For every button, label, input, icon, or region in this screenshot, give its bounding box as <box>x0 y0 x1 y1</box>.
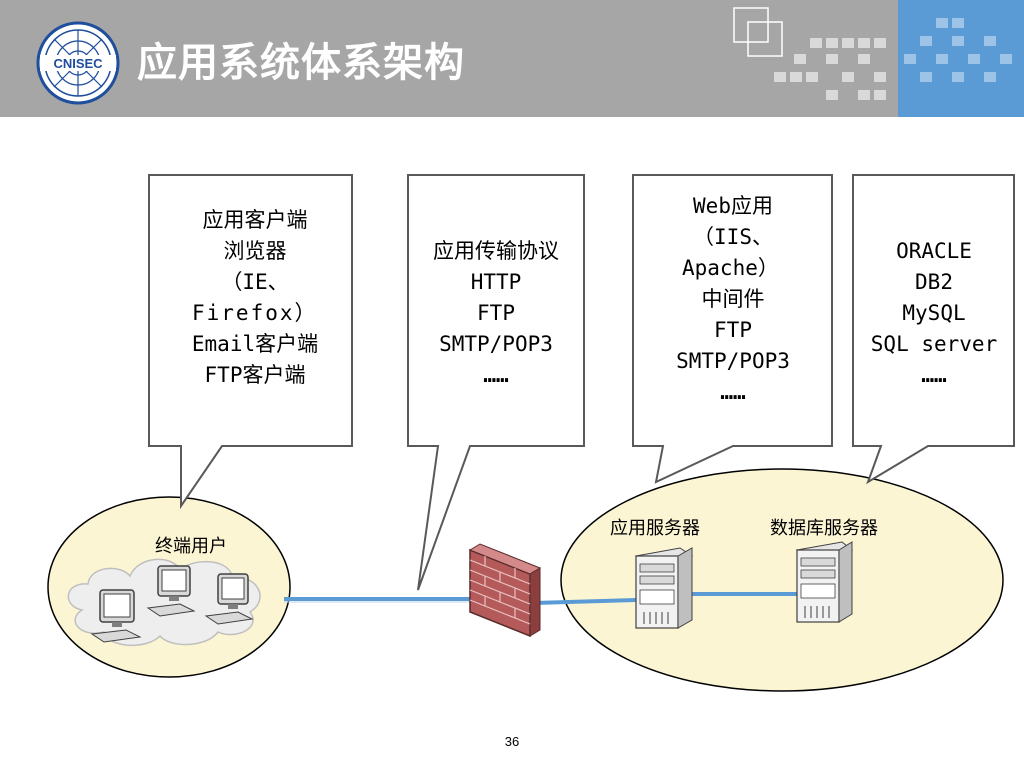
database-line-4: SQL server <box>870 332 998 356</box>
client-callout-text: 应用客户端 浏览器 （IE、 Firefox） Email客户端 FTP客户端 <box>160 205 350 391</box>
database-callout-shape <box>852 174 1015 485</box>
client-callout-shape <box>148 174 353 510</box>
terminal-users-label: 终端用户 <box>155 536 227 557</box>
webapp-line-6: SMTP/POP3 <box>676 349 790 373</box>
database-line-5: …… <box>921 363 947 387</box>
svg-text:CNISEC: CNISEC <box>53 56 103 71</box>
firewall-icon <box>468 543 542 638</box>
page-number: 36 <box>504 734 520 749</box>
db-server-label: 数据库服务器 <box>770 518 878 539</box>
network-link-firewall-appserver <box>533 598 637 605</box>
user-computers-cloud-icon <box>67 558 261 647</box>
database-callout-text: ORACLE DB2 MySQL SQL server …… <box>856 236 1012 391</box>
protocol-line-3: FTP <box>477 301 515 325</box>
webapp-line-7: …… <box>720 380 746 404</box>
webapp-line-4: 中间件 <box>701 287 765 311</box>
webapp-callout-text: Web应用 （IIS、 Apache） 中间件 FTP SMTP/POP3 …… <box>636 191 830 408</box>
architecture-diagram <box>47 174 1015 692</box>
header-decoration <box>733 0 1024 117</box>
webapp-line-5: FTP <box>714 318 752 342</box>
database-line-1: ORACLE <box>896 239 972 263</box>
protocol-line-4: SMTP/POP3 <box>439 332 553 356</box>
database-line-2: DB2 <box>915 270 953 294</box>
cnisec-logo-icon: CNISEC <box>36 21 120 105</box>
page-title: 应用系统体系架构 <box>137 40 465 86</box>
protocol-callout-shape <box>407 174 585 591</box>
protocol-callout-text: 应用传输协议 HTTP FTP SMTP/POP3 …… <box>410 236 582 391</box>
webapp-line-1: Web应用 <box>693 194 773 218</box>
client-line-5: Email客户端 <box>191 332 319 356</box>
protocol-line-1: 应用传输协议 <box>433 239 559 263</box>
client-line-1: 应用客户端 <box>202 208 308 232</box>
app-server-icon <box>634 547 694 629</box>
protocol-line-5: …… <box>483 363 509 387</box>
webapp-line-3: Apache） <box>682 256 779 280</box>
server-ellipse <box>560 468 1004 692</box>
webapp-line-2: （IIS、 <box>693 225 773 249</box>
webapp-callout-shape <box>632 174 833 484</box>
client-line-2: 浏览器 <box>223 239 287 263</box>
client-line-4: Firefox） <box>192 301 318 325</box>
client-line-6: FTP客户端 <box>204 363 306 387</box>
db-server-icon <box>795 541 854 623</box>
database-line-3: MySQL <box>902 301 966 325</box>
app-server-label: 应用服务器 <box>610 518 700 539</box>
protocol-line-2: HTTP <box>470 270 522 294</box>
client-line-3: （IE、 <box>221 270 289 294</box>
header-bar: CNISEC 应用系统体系架构 <box>0 0 1024 117</box>
